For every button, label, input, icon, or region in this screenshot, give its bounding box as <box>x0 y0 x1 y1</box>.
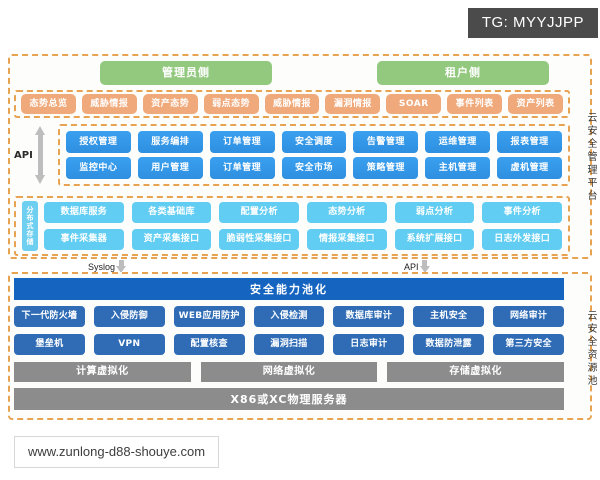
platform-chip[interactable]: 用户管理 <box>137 157 203 179</box>
storage-chip[interactable]: 事件分析 <box>482 202 563 223</box>
side-label-management-platform: 云安全管理平台 <box>585 111 596 203</box>
syslog-connector: Syslog <box>88 260 127 273</box>
role-header-row: 管理员侧 租户侧 <box>18 60 566 86</box>
capability-chip[interactable]: 入侵检测 <box>253 306 325 327</box>
storage-chip[interactable]: 数据库服务 <box>44 202 124 223</box>
side-label-resource-pool: 云安全资源池 <box>585 310 596 388</box>
tg-watermark-badge: TG: MYYJJPP <box>467 8 598 38</box>
capability-chip[interactable]: 日志审计 <box>333 334 405 355</box>
module-chip[interactable]: 威胁情报 <box>264 94 320 114</box>
capability-row-2: 堡垒机 VPN 配置核查 漏洞扫描 日志审计 数据防泄露 第三方安全 <box>14 334 565 355</box>
module-chip[interactable]: 资产态势 <box>142 94 198 114</box>
virtualization-row: 计算虚拟化 网络虚拟化 存储虚拟化 <box>14 362 565 382</box>
capability-chip[interactable]: 漏洞扫描 <box>253 334 325 355</box>
capability-chip[interactable]: 下一代防火墙 <box>14 306 85 327</box>
platform-chip[interactable]: 服务编排 <box>137 131 203 153</box>
distributed-storage-panel: 分布式存储 数据库服务 各类基础库 配置分析 态势分析 弱点分析 事件分析 事件… <box>14 196 570 256</box>
platform-chip[interactable]: 订单管理 <box>209 131 275 153</box>
platform-chip[interactable]: 虚机管理 <box>497 157 563 179</box>
platform-chip[interactable]: 安全调度 <box>281 131 347 153</box>
module-chip[interactable]: SOAR <box>386 94 442 114</box>
syslog-label: Syslog <box>88 261 116 272</box>
api-label: API <box>404 261 419 272</box>
module-chip[interactable]: 漏洞情报 <box>325 94 381 114</box>
storage-chip[interactable]: 日志外发接口 <box>482 229 563 250</box>
capability-chip[interactable]: 第三方安全 <box>493 334 565 355</box>
capability-row-1: 下一代防火墙 入侵防御 WEB应用防护 入侵检测 数据库审计 主机安全 网络审计 <box>14 306 565 327</box>
double-arrow-vertical-icon <box>34 126 46 184</box>
storage-chip[interactable]: 各类基础库 <box>131 202 212 223</box>
module-chip[interactable]: 资产列表 <box>508 94 564 114</box>
security-capability-pool-title: 安全能力池化 <box>14 278 564 300</box>
platform-chip[interactable]: 主机管理 <box>425 157 491 179</box>
api-left-connector: API <box>14 124 56 186</box>
capability-chip[interactable]: VPN <box>93 334 165 355</box>
module-chip[interactable]: 弱点态势 <box>203 94 259 114</box>
platform-chip[interactable]: 告警管理 <box>353 131 419 153</box>
platform-chip[interactable]: 策略管理 <box>353 157 419 179</box>
physical-server-bar: X86或XC物理服务器 <box>14 388 564 410</box>
module-chip-band: 态势总览 威胁情报 资产态势 弱点态势 威胁情报 漏洞情报 SOAR 事件列表 … <box>14 90 570 118</box>
storage-chip[interactable]: 事件采集器 <box>44 229 124 250</box>
platform-chip[interactable]: 运维管理 <box>425 131 491 153</box>
storage-chip[interactable]: 脆弱性采集接口 <box>219 229 300 250</box>
storage-chip[interactable]: 弱点分析 <box>394 202 475 223</box>
platform-chip[interactable]: 订单管理 <box>209 157 275 179</box>
platform-chip[interactable]: 安全市场 <box>281 157 347 179</box>
platform-chip[interactable]: 授权管理 <box>66 131 131 153</box>
capability-chip[interactable]: 数据防泄露 <box>413 334 485 355</box>
storage-row-1: 数据库服务 各类基础库 配置分析 态势分析 弱点分析 事件分析 <box>44 202 563 223</box>
arrow-down-icon <box>419 260 430 273</box>
storage-chip[interactable]: 情报采集接口 <box>307 229 387 250</box>
virtualization-chip[interactable]: 计算虚拟化 <box>14 362 191 382</box>
capability-chip-grid: 下一代防火墙 入侵防御 WEB应用防护 入侵检测 数据库审计 主机安全 网络审计… <box>14 306 565 355</box>
capability-chip[interactable]: 堡垒机 <box>14 334 85 355</box>
admin-side-pill[interactable]: 管理员侧 <box>100 61 272 85</box>
tenant-side-pill[interactable]: 租户侧 <box>377 61 549 85</box>
module-chip[interactable]: 威胁情报 <box>81 94 137 114</box>
capability-chip[interactable]: 入侵防御 <box>93 306 165 327</box>
storage-chip[interactable]: 态势分析 <box>307 202 387 223</box>
url-watermark-badge: www.zunlong-d88-shouye.com <box>14 436 220 468</box>
virtualization-chip[interactable]: 网络虚拟化 <box>200 362 378 382</box>
storage-chip[interactable]: 资产采集接口 <box>131 229 212 250</box>
capability-chip[interactable]: 配置核查 <box>173 334 245 355</box>
capability-chip[interactable]: WEB应用防护 <box>173 306 245 327</box>
storage-chip-grid: 数据库服务 各类基础库 配置分析 态势分析 弱点分析 事件分析 事件采集器 资产… <box>44 202 563 250</box>
storage-chip[interactable]: 系统扩展接口 <box>394 229 475 250</box>
capability-chip[interactable]: 网络审计 <box>493 306 565 327</box>
capability-chip[interactable]: 主机安全 <box>413 306 485 327</box>
arrow-down-icon <box>116 260 127 273</box>
platform-row-1: 授权管理 服务编排 订单管理 安全调度 告警管理 运维管理 报表管理 <box>66 131 563 153</box>
capability-chip[interactable]: 数据库审计 <box>333 306 405 327</box>
distributed-storage-tab: 分布式存储 <box>22 201 38 251</box>
platform-chip[interactable]: 报表管理 <box>497 131 563 153</box>
storage-row-2: 事件采集器 资产采集接口 脆弱性采集接口 情报采集接口 系统扩展接口 日志外发接… <box>44 229 563 250</box>
platform-function-panel: 授权管理 服务编排 订单管理 安全调度 告警管理 运维管理 报表管理 监控中心 … <box>58 124 570 186</box>
api-left-label: API <box>14 149 33 161</box>
storage-chip[interactable]: 配置分析 <box>219 202 300 223</box>
api-connector: API <box>404 260 430 273</box>
platform-chip[interactable]: 监控中心 <box>66 157 131 179</box>
module-chip[interactable]: 事件列表 <box>447 94 503 114</box>
platform-row-2: 监控中心 用户管理 订单管理 安全市场 策略管理 主机管理 虚机管理 <box>66 157 563 179</box>
module-chip[interactable]: 态势总览 <box>21 94 76 114</box>
virtualization-chip[interactable]: 存储虚拟化 <box>387 362 565 382</box>
